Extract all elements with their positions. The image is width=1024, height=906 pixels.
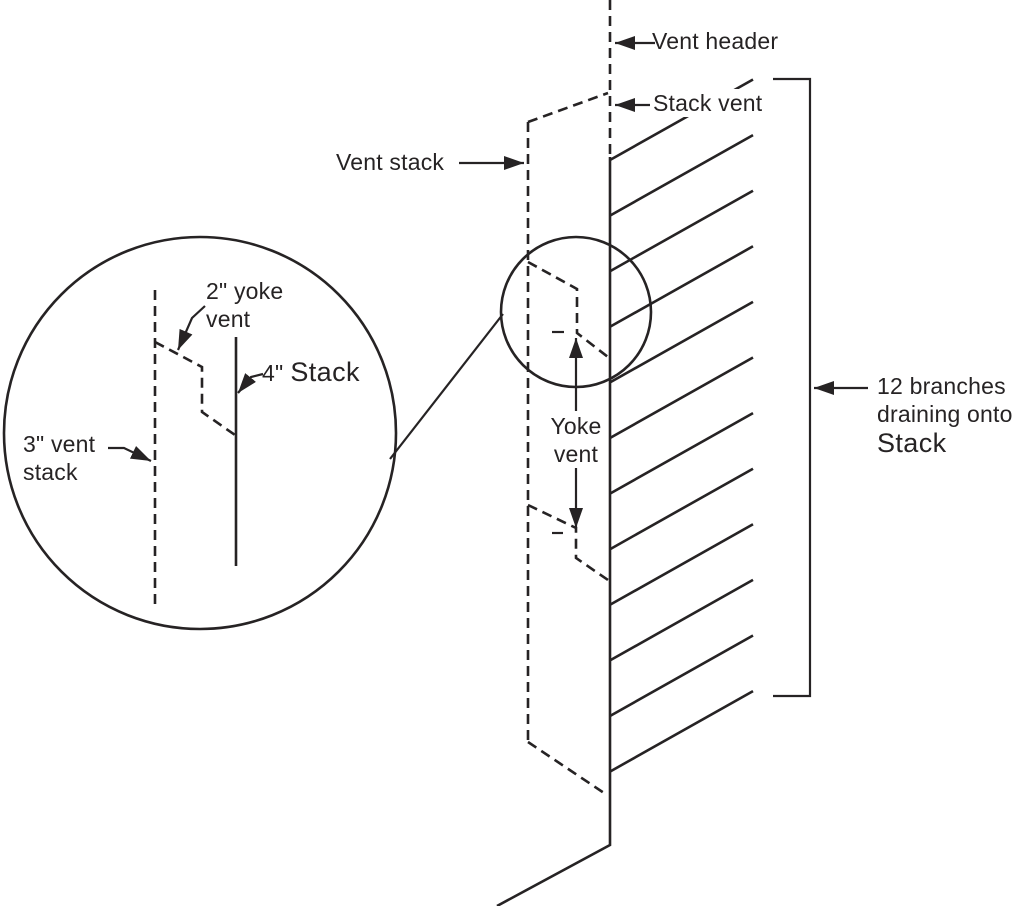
detail-stack-label: 4"Stack [262,358,360,387]
stack-vent-connector [527,91,609,124]
detail-yoke-label-line1: 2" yoke [206,278,284,304]
branch-line [609,467,754,551]
detail-vent-label-line2: stack [23,459,78,485]
branches-note-line3: Stack [877,428,947,458]
yoke-vent-label-line1: Yoke [550,413,602,439]
branch-line [609,133,754,217]
detail-yoke-label: 2" yoke vent [206,277,283,333]
soil-stack-line [496,157,612,906]
vent-stack-bottom-connector [527,740,608,797]
branches-note: 12 branches draining onto Stack [877,372,1013,458]
upper-yoke-vent-pipe [527,260,609,359]
magnifier-connector-line [389,313,504,460]
detail-yoke-arrow [176,305,206,351]
detail-stack-word: Stack [290,357,360,387]
detail-stack-arrow [237,372,264,394]
branch-line [609,189,754,273]
branch-line [609,523,754,606]
branches-note-line2: draining onto [877,401,1013,427]
detail-vent-label: 3" vent stack [23,430,95,486]
branch-line [609,356,754,440]
branch-line [609,634,754,718]
branch-line [609,578,754,662]
branch-line [609,689,754,773]
vent-header-label: Vent header [652,28,779,54]
yoke-vent-label-line2: vent [553,441,599,467]
branch-line [609,411,754,495]
detail-stack-size: 4" [262,360,284,386]
yoke-vent-label: Yoke vent [538,412,614,468]
detail-yoke-vent-pipe [154,340,236,437]
detail-yoke-label-line2: vent [206,306,251,332]
branch-lines [609,78,754,773]
vent-stack-label: Vent stack [336,149,445,175]
branch-line [609,245,754,328]
detail-vent-label-line1: 3" vent [23,431,96,457]
branches-bracket [773,77,812,698]
magnifier-circle [2,235,398,631]
branches-note-line1: 12 branches [877,373,1006,399]
lower-yoke-vent-pipe [527,503,609,582]
stack-vent-label: Stack vent [650,89,766,117]
branch-line [609,300,754,384]
detail-vent-arrow [108,446,152,462]
